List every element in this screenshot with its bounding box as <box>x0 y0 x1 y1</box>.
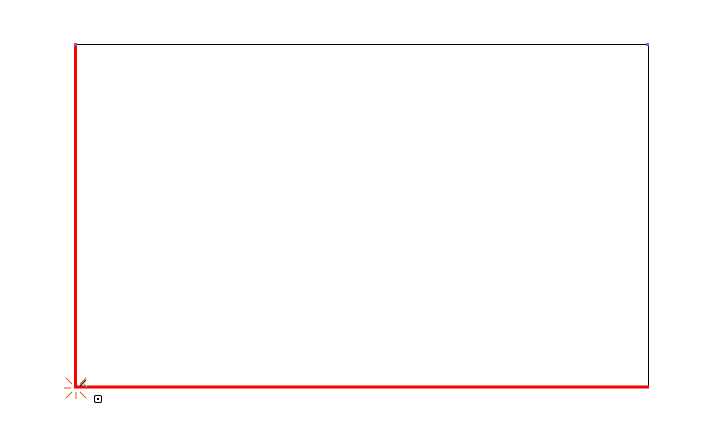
vertex-handle-top-left[interactable] <box>74 43 77 46</box>
crosshair-cursor-icon <box>79 379 88 388</box>
snap-marker-icon <box>64 377 87 399</box>
vertex-handle-top-right[interactable] <box>646 43 649 46</box>
snap-endpoint-icon <box>94 395 102 403</box>
rectangle-outline[interactable] <box>75 44 649 388</box>
